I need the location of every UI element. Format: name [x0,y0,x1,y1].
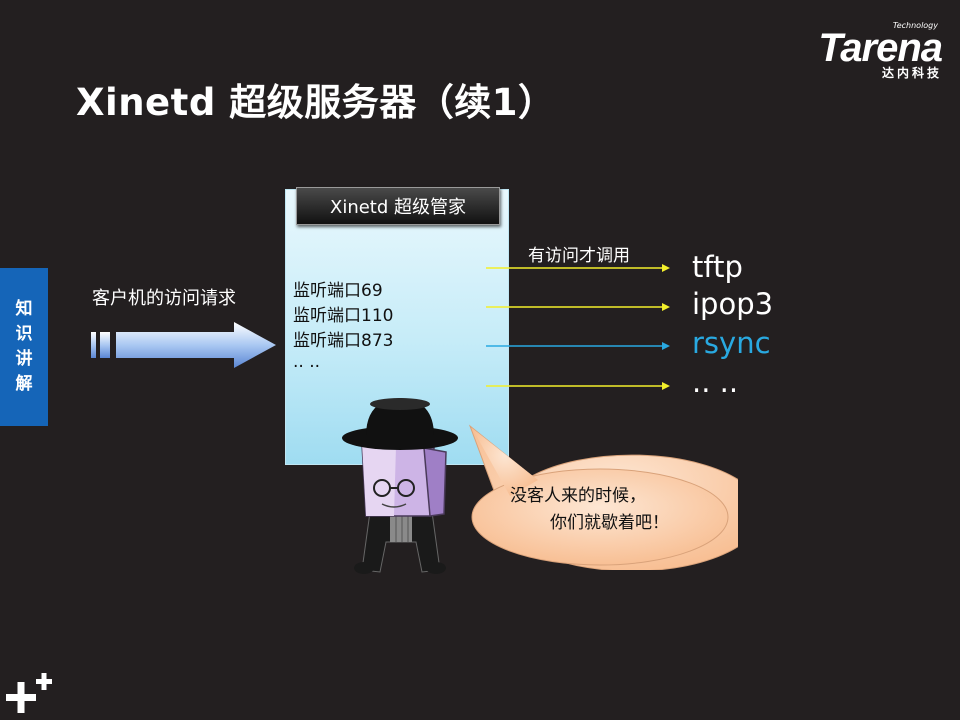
port-line: 监听端口110 [293,306,394,326]
tarena-logo: Technology Tarena 达内科技 [818,21,943,81]
side-tab-char: 解 [15,374,33,394]
client-request-arrow [91,322,276,368]
speech-bubble [468,424,738,570]
bubble-text: 没客人来的时候， 你们就歇着吧！ [510,483,710,537]
bubble-line: 没客人来的时候， [510,486,646,506]
service-ipop3: ipop3 [692,287,774,321]
logo-cn-text: 达内科技 [881,66,942,80]
side-tab-char: 讲 [15,349,33,369]
client-request-label: 客户机的访问请求 [92,288,236,309]
box-header: Xinetd 超级管家 [296,187,500,225]
service-more: .. .. [692,365,739,399]
butler-character-illustration [342,398,458,574]
port-line: 监听端口873 [293,331,394,351]
side-tab-char: 知 [15,299,33,319]
logo-tech-text: Technology [892,21,938,30]
port-line: .. .. [293,352,321,372]
bubble-line: 你们就歇着吧！ [550,513,669,533]
plus-plus-icon [6,673,52,713]
port-line: 监听端口69 [293,281,383,301]
service-rsync: rsync [692,326,771,360]
service-arrows [486,264,670,390]
call-label: 有访问才调用 [528,246,630,266]
slide-title: Xinetd 超级服务器（续1） [76,81,556,124]
logo-brand-text: Tarena [818,26,943,70]
side-tab-char: 识 [15,324,33,344]
service-tftp: tftp [692,250,743,284]
side-tab-knowledge: 知 识 讲 解 [0,268,48,426]
